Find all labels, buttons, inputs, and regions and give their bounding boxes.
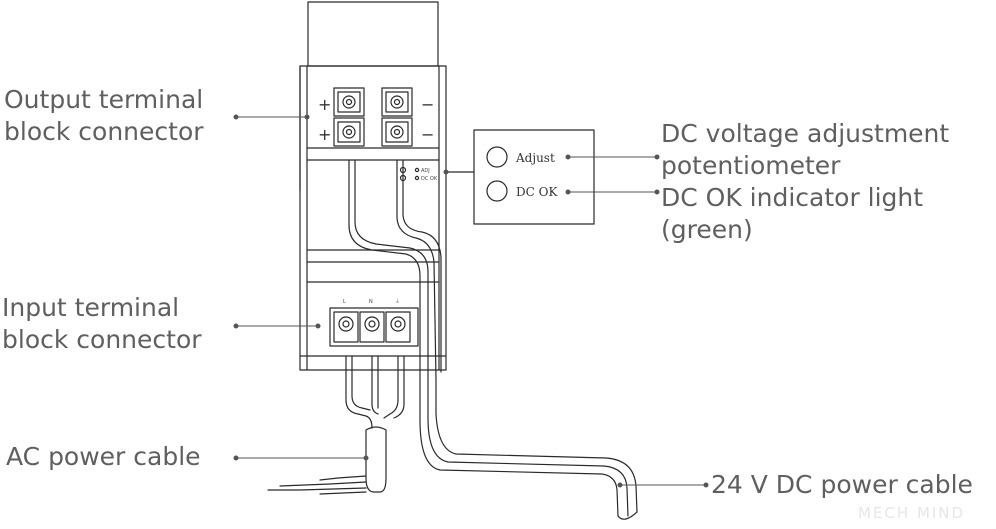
watermark-text: MECH MIND — [858, 504, 965, 522]
input-terminal-text: Input terminal block connector — [2, 293, 202, 354]
ac-cable-drawing — [267, 355, 405, 495]
plus-sign-top: + — [318, 95, 331, 114]
module-body — [299, 65, 447, 371]
dc-cable-text: 24 V DC power cable — [711, 470, 973, 499]
ac-cable-text: AC power cable — [6, 442, 201, 471]
adjust-potentiometer — [486, 146, 508, 168]
dcok-indicator — [486, 180, 508, 202]
plus-sign-bottom: + — [318, 125, 331, 144]
input-mark-n: N — [369, 299, 373, 305]
minus-sign-top: − — [421, 95, 434, 114]
minus-sign-bottom: − — [421, 125, 434, 144]
label-input-terminal: Input terminal block connector — [2, 292, 202, 356]
label-dc-cable: 24 V DC power cable — [711, 469, 973, 501]
panel-adjust-label: Adjust — [515, 151, 555, 165]
dc-wires — [348, 159, 638, 520]
led-mark-adjust: ADJ — [421, 168, 430, 174]
input-mark-l: L — [343, 299, 346, 305]
output-terminal-text: Output terminal block connector — [4, 85, 204, 146]
input-mark-ground: ⏚ — [395, 298, 400, 305]
led-mark-dcok: DC OK — [421, 176, 438, 182]
output-terminal-block — [333, 87, 413, 147]
label-ac-cable: AC power cable — [6, 441, 201, 473]
module-top-cap — [307, 1, 439, 67]
indicator-panel — [473, 129, 595, 225]
input-terminal-block — [329, 307, 419, 347]
dc-adjust-text: DC voltage adjustment potentiometer — [661, 119, 950, 180]
label-dc-ok: DC OK indicator light (green) — [661, 182, 923, 246]
label-output-terminal: Output terminal block connector — [4, 84, 204, 148]
dc-ok-text: DC OK indicator light (green) — [661, 183, 924, 244]
panel-dcok-label: DC OK — [516, 185, 558, 199]
label-dc-adjust: DC voltage adjustment potentiometer — [661, 118, 949, 182]
